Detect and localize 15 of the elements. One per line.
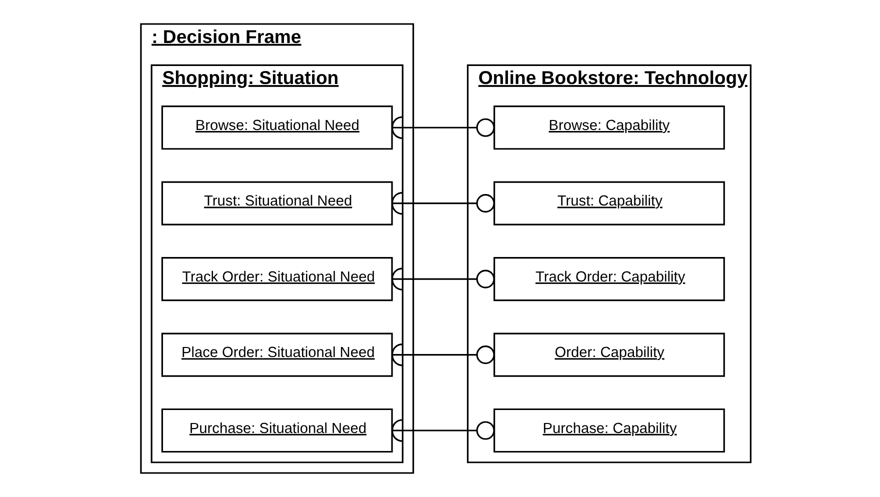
node-box: Order: Capability	[493, 332, 724, 377]
node-box: Purchase: Capability	[493, 408, 724, 453]
connector	[391, 343, 494, 366]
node-box: Browse: Capability	[493, 106, 724, 150]
node-box: Trust: Situational Need	[160, 181, 392, 226]
node-box: Purchase: Situational Need	[160, 408, 392, 453]
connector	[391, 419, 494, 442]
connector	[391, 116, 494, 140]
connector	[391, 268, 494, 290]
connector	[391, 192, 494, 215]
node-box: Trust: Capability	[493, 181, 724, 226]
node-box: Track Order: Capability	[493, 257, 724, 302]
node-box: Track Order: Situational Need	[160, 257, 392, 302]
node-box: Browse: Situational Need	[160, 106, 392, 150]
node-box: Place Order: Situational Need	[160, 332, 392, 377]
